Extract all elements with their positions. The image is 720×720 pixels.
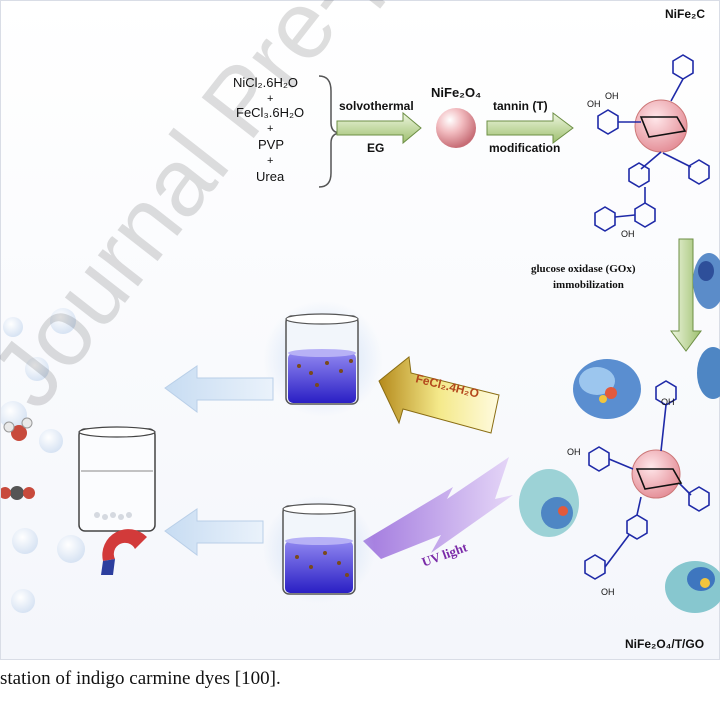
bottom-right-product-label: NiFe₂O₄/T/GO: [625, 637, 705, 651]
co2-molecule-icon: [1, 486, 35, 500]
reagent-pvp: PVP: [258, 137, 285, 152]
beaker-with-catalyst-top: [285, 313, 359, 405]
oh-label: OH: [605, 91, 619, 101]
tannin-coated-particle: [594, 54, 710, 232]
gox-immobilized-particle: [519, 347, 720, 613]
tannin-label: tannin (T): [493, 99, 548, 113]
scheme-graphics: [1, 54, 720, 613]
oh-label: OH: [621, 229, 635, 239]
oh-label: OH: [567, 447, 581, 457]
fecl2-arrow: [378, 356, 500, 434]
oh-label: OH: [587, 99, 601, 109]
tannin-arrow: [486, 112, 574, 144]
reagent-fecl3: FeCl₃.6H₂O: [236, 105, 305, 120]
solvothermal-arrow: [336, 111, 422, 145]
nife2o4-label: NiFe₂O₄: [431, 85, 482, 100]
reagent-nicl2: NiCl₂.6H₂O: [233, 75, 298, 90]
plus-sign: +: [267, 93, 274, 105]
modification-label: modification: [489, 141, 561, 155]
gox-enzyme-icon: [693, 253, 720, 309]
oh-label: OH: [601, 587, 615, 597]
magnet-icon: [101, 529, 147, 575]
degradation-bubbles: [1, 308, 85, 613]
plus-sign: +: [267, 123, 274, 135]
return-arrow-bottom: [164, 508, 264, 556]
top-right-product-label: NiFe₂C: [665, 7, 706, 21]
reagent-urea: Urea: [256, 169, 285, 184]
nife2o4-nanoparticle: [436, 108, 476, 148]
gox-arrow: [670, 238, 702, 352]
figure-caption: station of indigo carmine dyes [100].: [0, 668, 281, 689]
plus-sign: +: [267, 155, 274, 167]
uv-light-bolt: [363, 457, 513, 559]
gox-label-line2: immobilization: [553, 279, 624, 291]
water-molecule-icon: [3, 417, 33, 441]
enzyme-cluster: [573, 359, 641, 419]
enzyme-cluster: [519, 469, 579, 537]
oh-label: OH: [661, 397, 675, 407]
gox-label-line1: glucose oxidase (GOx): [531, 263, 636, 275]
solvothermal-label: solvothermal: [339, 99, 414, 113]
enzyme-cluster: [665, 561, 720, 613]
enzyme-cluster: [697, 347, 720, 399]
beaker-magnetic-separation: [78, 426, 156, 532]
return-arrow-top: [164, 365, 274, 413]
scheme-figure: NiCl₂.6H₂O + FeCl₃.6H₂O + PVP + Urea sol…: [0, 0, 720, 660]
beaker-with-catalyst-bottom: [282, 503, 356, 595]
eg-label: EG: [367, 141, 385, 155]
